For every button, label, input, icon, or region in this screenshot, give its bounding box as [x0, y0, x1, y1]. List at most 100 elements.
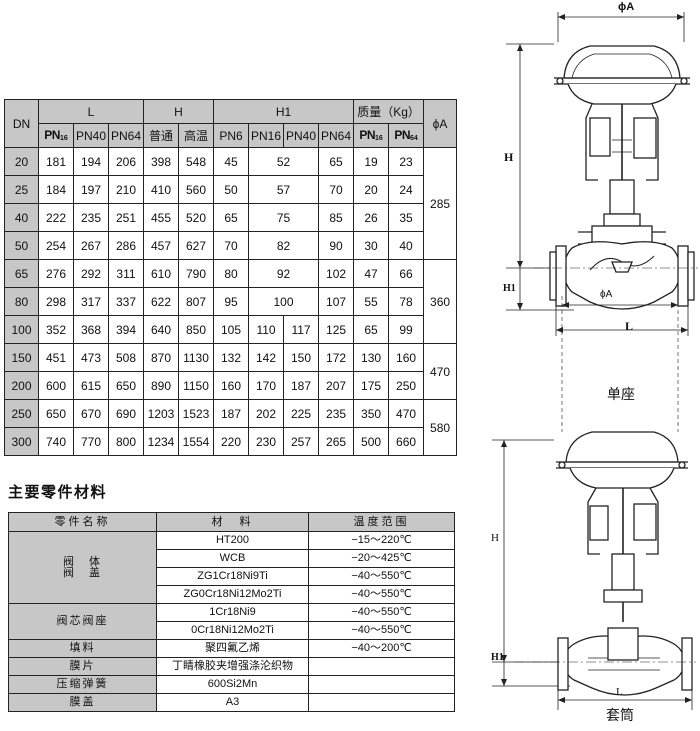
L-cell: 286 [108, 231, 144, 260]
L-cell: 292 [73, 259, 109, 288]
part-name-line: 压缩弹簧 [56, 678, 109, 690]
L-cell: 690 [108, 399, 144, 428]
materials-header-cell: 材 料 [156, 512, 309, 532]
H-cell: 520 [177, 203, 215, 232]
L-cell: 317 [73, 287, 109, 316]
L-cell: 267 [73, 231, 109, 260]
mass-cell: 470 [388, 399, 425, 428]
H-cell: 890 [143, 371, 179, 400]
H-cell: 1130 [177, 343, 215, 372]
H1-cell: 257 [283, 427, 320, 456]
L-cell: 235 [73, 203, 109, 232]
dn-cell: 100 [4, 315, 39, 344]
sleeve-L-label: L [616, 686, 623, 698]
H1-cell: 110 [248, 315, 285, 344]
part-name-line: 阀 体 [63, 555, 102, 568]
sleeve-caption: 套筒 [606, 707, 634, 723]
material-cell: WCB [156, 549, 309, 568]
L-cell: 254 [38, 231, 74, 260]
L-cell: 368 [73, 315, 109, 344]
material-cell: 聚四氟乙烯 [156, 639, 309, 658]
H1-cell: 207 [318, 371, 355, 400]
header-phiA: ϕA [423, 99, 458, 148]
sub-header-cell: PN64 [318, 123, 355, 148]
dn-cell: 25 [4, 175, 39, 204]
part-name-line: 填料 [69, 642, 96, 654]
L-cell: 210 [108, 175, 144, 204]
sleeve-H1-label: H1 [491, 652, 504, 663]
mass-cell: 23 [388, 147, 425, 176]
pn-badge-label: PN [359, 128, 375, 142]
L-cell: 394 [108, 315, 144, 344]
mass-cell: 26 [353, 203, 390, 232]
H1-cell: 220 [213, 427, 250, 456]
dn-cell: 150 [4, 343, 39, 372]
H-cell: 560 [177, 175, 215, 204]
materials-row: ZG1Cr18Ni9Ti−40～550℃ [9, 567, 455, 586]
part-name-line: 阀 盖 [63, 566, 102, 579]
single-seat-H1-label: H1 [503, 283, 516, 294]
materials-row: WCB−20～425℃ [9, 549, 455, 568]
sub-header-cell: PN40 [283, 123, 320, 148]
H-cell: 1234 [143, 427, 179, 456]
sub-header-cell: PN16 [38, 123, 74, 148]
H1-cell: 105 [213, 315, 250, 344]
materials-row: 膜片丁睛橡胶夹增强涤沦织物 [8, 657, 455, 676]
part-name-cell: 阀芯阀座 [8, 603, 157, 640]
pn-badge-label: PN [394, 128, 410, 142]
dn-cell: 20 [4, 147, 39, 176]
header-H1: H1 [213, 99, 355, 124]
pn-badge-label: PN [44, 128, 60, 142]
mass-cell: 99 [388, 315, 425, 344]
temp-range-cell: −40～200℃ [308, 639, 455, 658]
mass-cell: 660 [388, 427, 425, 456]
single-seat-H-label: H [504, 150, 514, 164]
phiA-cell: 285 [423, 147, 458, 260]
H1-cell: 187 [213, 399, 250, 428]
mass-cell: 35 [388, 203, 425, 232]
sub-header-cell: PN64 [388, 123, 425, 148]
mass-cell: 40 [388, 231, 425, 260]
L-cell: 337 [108, 287, 144, 316]
single-seat-caption: 单座 [607, 386, 635, 402]
H-cell: 807 [177, 287, 215, 316]
sub-header-cell: 高温 [177, 123, 215, 148]
dn-cell: 65 [4, 259, 39, 288]
material-cell: 1Cr18Ni9 [156, 603, 309, 622]
mass-cell: 160 [388, 343, 425, 372]
single-seat-valve-drawing [506, 12, 698, 336]
H1-cell: 65 [213, 203, 250, 232]
temp-range-cell [308, 693, 455, 712]
sleeve-valve-drawing [492, 296, 696, 710]
H1-cell: 235 [318, 399, 355, 428]
H-cell: 455 [143, 203, 179, 232]
temp-range-cell: −40～550℃ [308, 603, 455, 622]
H1-cell: 102 [318, 259, 355, 288]
mass-cell: 350 [353, 399, 390, 428]
material-cell: ZG1Cr18Ni9Ti [156, 567, 309, 586]
L-cell: 740 [38, 427, 74, 456]
sub-header-cell: PN16 [353, 123, 390, 148]
H-cell: 640 [143, 315, 179, 344]
H-cell: 790 [177, 259, 215, 288]
H1-cell: 65 [318, 147, 355, 176]
H1-cell: 95 [213, 287, 250, 316]
material-cell: 600Si2Mn [156, 675, 309, 694]
sub-header-cell: PN64 [108, 123, 144, 148]
sub-header-cell: 普通 [143, 123, 179, 148]
material-cell: ZG0Cr18Ni12Mo2Ti [156, 585, 309, 604]
L-cell: 184 [38, 175, 74, 204]
H-cell: 398 [143, 147, 179, 176]
H1-cell: 142 [248, 343, 285, 372]
L-cell: 670 [73, 399, 109, 428]
pn-badge-number: 64 [409, 135, 418, 142]
H1-cell: 225 [283, 399, 320, 428]
sleeve-H-label: H [491, 532, 499, 544]
sleeve-phiA-label: ϕA [600, 289, 613, 300]
